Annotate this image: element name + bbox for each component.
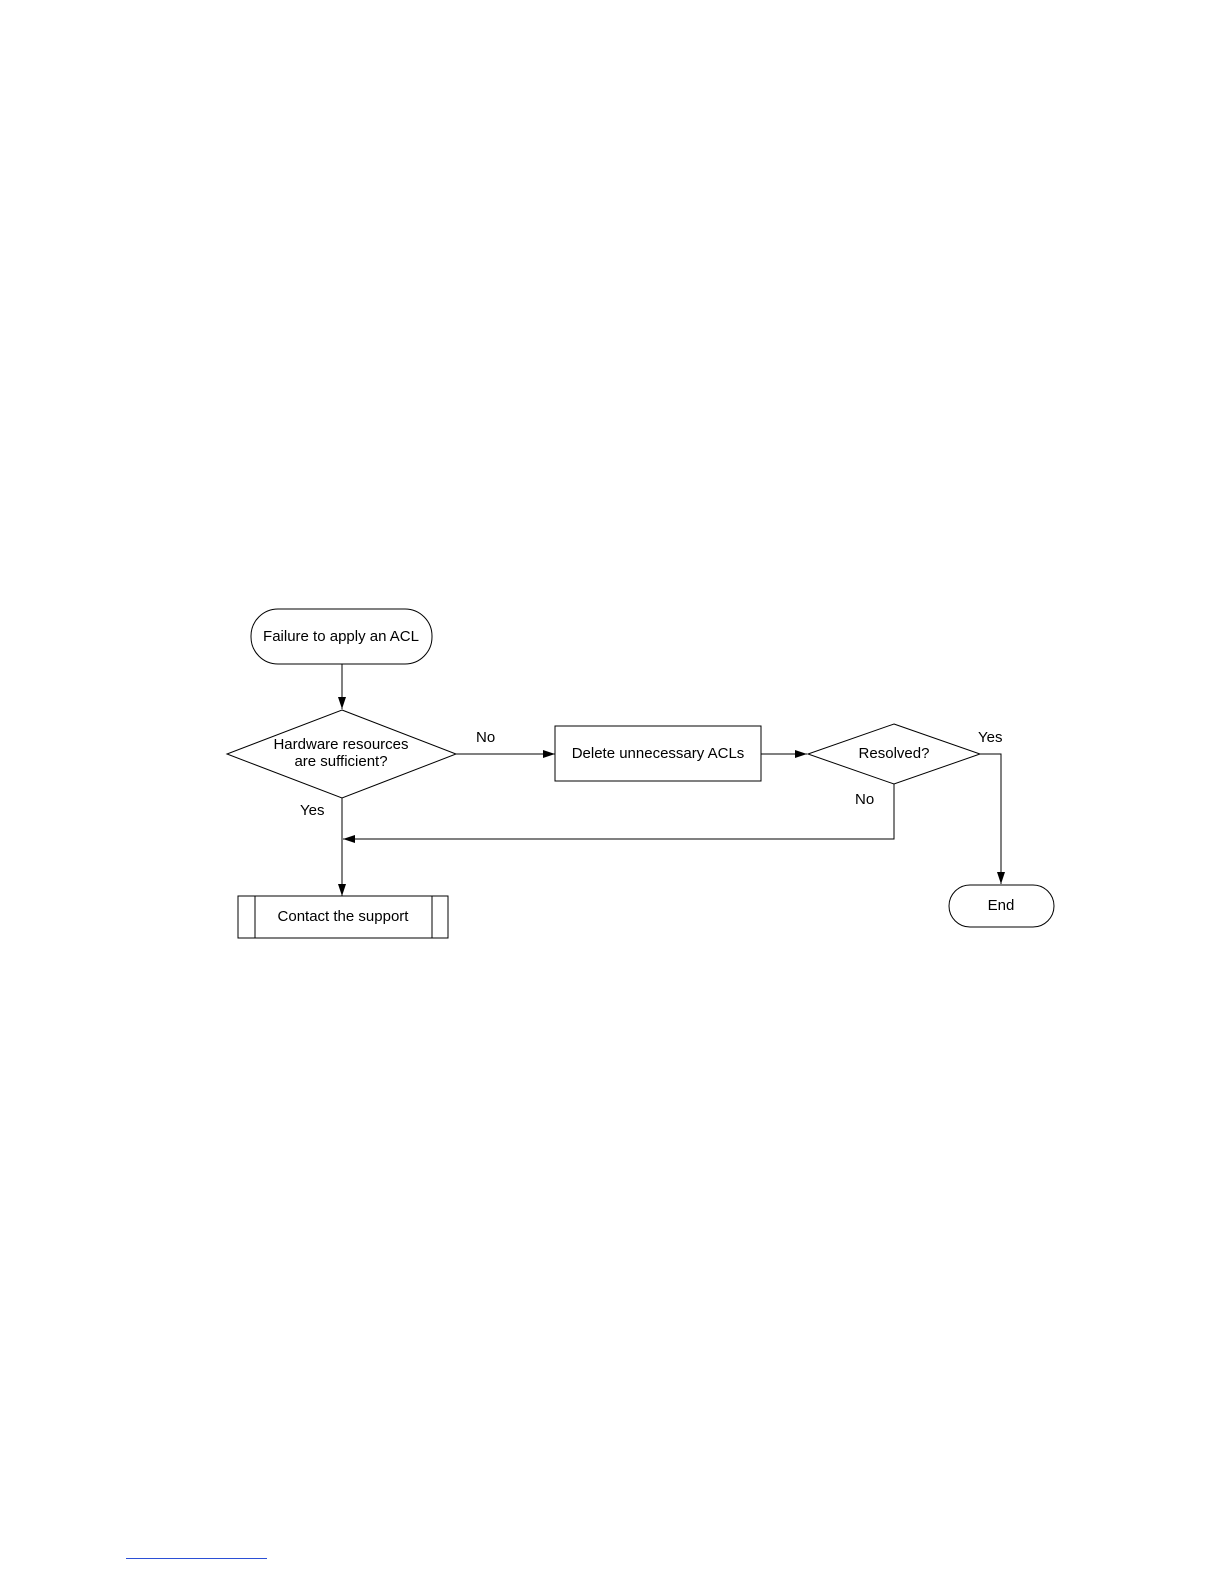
edge-resolved-no-to-support	[343, 784, 894, 839]
hardware-decision-label-line-1: Hardware resources	[273, 736, 408, 753]
hardware-decision-node: Hardware resources are sufficient?	[227, 710, 456, 798]
edge-label-resolved-no: No	[855, 791, 874, 808]
end-node: End	[949, 885, 1054, 927]
edge-label-hardware-no: No	[476, 729, 495, 746]
edge-resolved-yes-to-end	[980, 754, 1001, 884]
resolved-decision-node: Resolved?	[808, 724, 980, 784]
contact-support-node: Contact the support	[238, 896, 448, 938]
start-node-label: Failure to apply an ACL	[263, 628, 419, 645]
start-node: Failure to apply an ACL	[251, 609, 432, 664]
edge-label-resolved-yes: Yes	[978, 729, 1002, 746]
resolved-decision-label: Resolved?	[859, 745, 930, 762]
delete-acls-node: Delete unnecessary ACLs	[555, 726, 761, 781]
contact-support-label: Contact the support	[278, 908, 410, 925]
edge-label-hardware-yes: Yes	[300, 802, 324, 819]
end-node-label: End	[988, 897, 1015, 914]
hardware-decision-label-line-2: are sufficient?	[294, 753, 387, 770]
footnote-rule	[126, 1558, 267, 1559]
delete-acls-label: Delete unnecessary ACLs	[572, 745, 745, 762]
